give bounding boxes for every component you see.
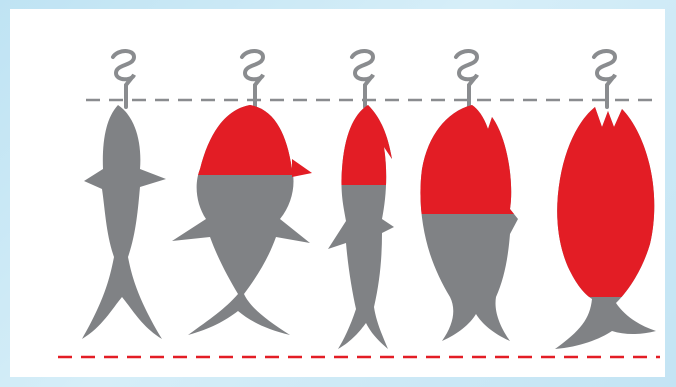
- s-hook-icon: [242, 51, 263, 107]
- fish-1: [70, 99, 180, 349]
- fish-4: [415, 99, 525, 349]
- s-hook-icon: [456, 51, 477, 107]
- fish-5: [550, 99, 665, 354]
- fish-2: [165, 99, 320, 349]
- s-hook-icon: [594, 51, 615, 107]
- s-hook-icon: [113, 51, 134, 107]
- fish-2-red-fin: [292, 159, 312, 177]
- s-hook-icon: [352, 51, 373, 107]
- hanging-fish-illustration: [10, 9, 665, 377]
- illustration-panel: [10, 9, 665, 377]
- fish-3: [320, 99, 400, 354]
- hooks: [113, 51, 615, 107]
